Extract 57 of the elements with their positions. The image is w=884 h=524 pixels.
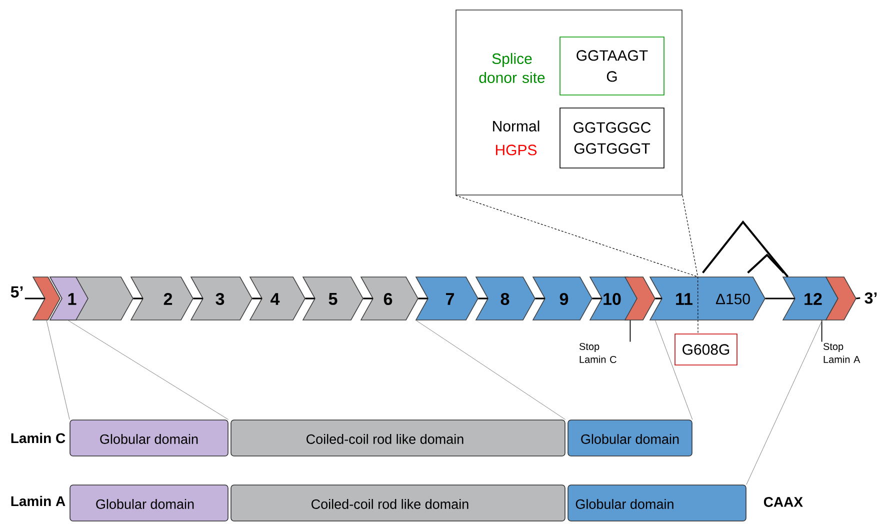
intron-line [765, 298, 795, 300]
exon-block: 5 [302, 276, 364, 320]
sequence-box: GGTGGGC GGTGGGT [560, 108, 664, 168]
protein-label: Lamin C [11, 432, 66, 444]
domain-bar: Coiled-coil rod like domain [230, 420, 566, 456]
stop-label: Stop Lamin C [579, 342, 616, 364]
exon-block: 11 Δ150 [649, 276, 766, 320]
intron-line [478, 298, 488, 300]
intron-line [592, 298, 602, 300]
leader-line [630, 320, 631, 342]
stop-label: Stop Lamin A [823, 342, 860, 364]
sequence-label: Normal [493, 120, 540, 132]
sequence-box: GGTAAGT G [560, 36, 664, 96]
domain-bar: Globular domain [568, 484, 746, 522]
intron-line [655, 298, 662, 300]
exon-block: 9 [532, 276, 592, 320]
intron-line [193, 298, 203, 300]
utr-block [32, 276, 60, 320]
projection-line [46, 320, 70, 420]
utr-block [624, 276, 656, 320]
sequence-label: Splice donor site [479, 53, 545, 83]
zoom-line [455, 195, 698, 278]
exon-block: 8 [475, 276, 536, 320]
projection-line [746, 320, 822, 485]
sequence-label: HGPS [496, 144, 537, 156]
exon-block: 12 [782, 276, 838, 320]
domain-bar: Globular domain [70, 484, 228, 522]
intron-line [363, 298, 373, 300]
exon-block: 2 [130, 276, 194, 320]
exon-block: 3 [190, 276, 252, 320]
utr-block [825, 276, 856, 320]
projection-line [68, 320, 229, 420]
intron-line [133, 298, 143, 300]
protein-label: Lamin A [11, 496, 66, 506]
projection-line [416, 320, 566, 420]
exon-block: 7 [415, 276, 478, 320]
intron-line [535, 298, 545, 300]
splice-line [747, 254, 785, 274]
domain-bar: Globular domain [568, 420, 692, 456]
strand-end-label: 5’ [10, 286, 23, 298]
mutation-box: G608G [674, 334, 738, 366]
exon-block: 6 [360, 276, 418, 320]
strand-end-label: 3’ [864, 292, 877, 304]
domain-bar: Globular domain [70, 420, 228, 456]
strand-line [24, 298, 45, 300]
projection-line [654, 320, 693, 420]
exon-block: 1 [49, 276, 134, 320]
intron-line [252, 298, 262, 300]
intron-line [305, 298, 315, 300]
motif-label: CAAX [764, 497, 803, 507]
leader-line [821, 320, 822, 342]
strand-line [856, 297, 860, 300]
exon-block: 4 [249, 276, 306, 320]
domain-bar: Coiled-coil rod like domain [230, 484, 566, 522]
intron-line [418, 298, 428, 300]
splice-line [702, 220, 789, 278]
zoom-line [682, 195, 698, 278]
